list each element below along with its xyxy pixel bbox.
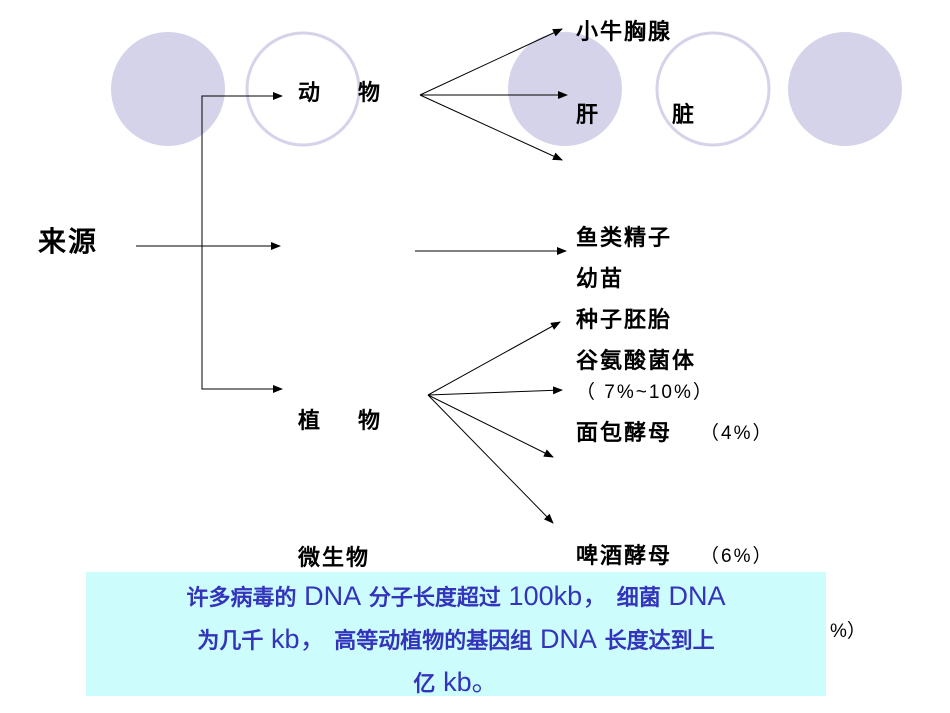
root-label: 来源 bbox=[38, 225, 99, 258]
arrow bbox=[419, 94, 563, 161]
decor-circle-filled bbox=[508, 32, 622, 146]
branch-line bbox=[201, 95, 280, 390]
animal-label: 动 物 bbox=[298, 81, 389, 106]
animal-item: 小牛胸腺 bbox=[576, 20, 673, 45]
note-line: 亿 kb。 bbox=[413, 667, 499, 697]
plant-item: 种子胚胎 bbox=[576, 308, 673, 333]
animal-item: 肝 脏 bbox=[576, 103, 697, 128]
arrow bbox=[427, 386, 563, 396]
arrow bbox=[427, 394, 554, 458]
arrow bbox=[427, 394, 554, 524]
decor-circle-outline bbox=[655, 31, 771, 147]
microbe-pct: （4%） bbox=[700, 423, 774, 444]
hidden-pct: %） bbox=[830, 621, 866, 642]
microbe-pct: （6%） bbox=[700, 546, 774, 567]
microbe-item: 谷氨酸菌体 bbox=[576, 349, 697, 374]
microbe-item: 面包酵母 bbox=[576, 421, 673, 446]
microbe-label: 微生物 bbox=[298, 546, 371, 571]
plant-item: 鱼类精子 bbox=[576, 226, 673, 251]
microbe-item: 啤酒酵母 bbox=[576, 544, 673, 569]
note-box: 许多病毒的 DNA 分子长度超过 100kb， 细菌 DNA 为几千 kb， 高… bbox=[86, 572, 826, 697]
arrow bbox=[427, 321, 561, 396]
note-line: 许多病毒的 DNA 分子长度超过 100kb， 细菌 DNA bbox=[186, 581, 726, 611]
decor-circle-filled bbox=[111, 32, 225, 146]
microbe-pct: （ 7%~10%） bbox=[576, 382, 714, 403]
plant-item: 幼苗 bbox=[576, 267, 625, 292]
note-line: 为几千 kb， 高等动植物的基因组 DNA 长度达到上 bbox=[197, 624, 715, 654]
decor-circle-filled bbox=[788, 32, 902, 146]
decor-circle-outline bbox=[245, 31, 361, 147]
arrow bbox=[419, 28, 563, 96]
plant-label: 植 物 bbox=[298, 409, 389, 434]
